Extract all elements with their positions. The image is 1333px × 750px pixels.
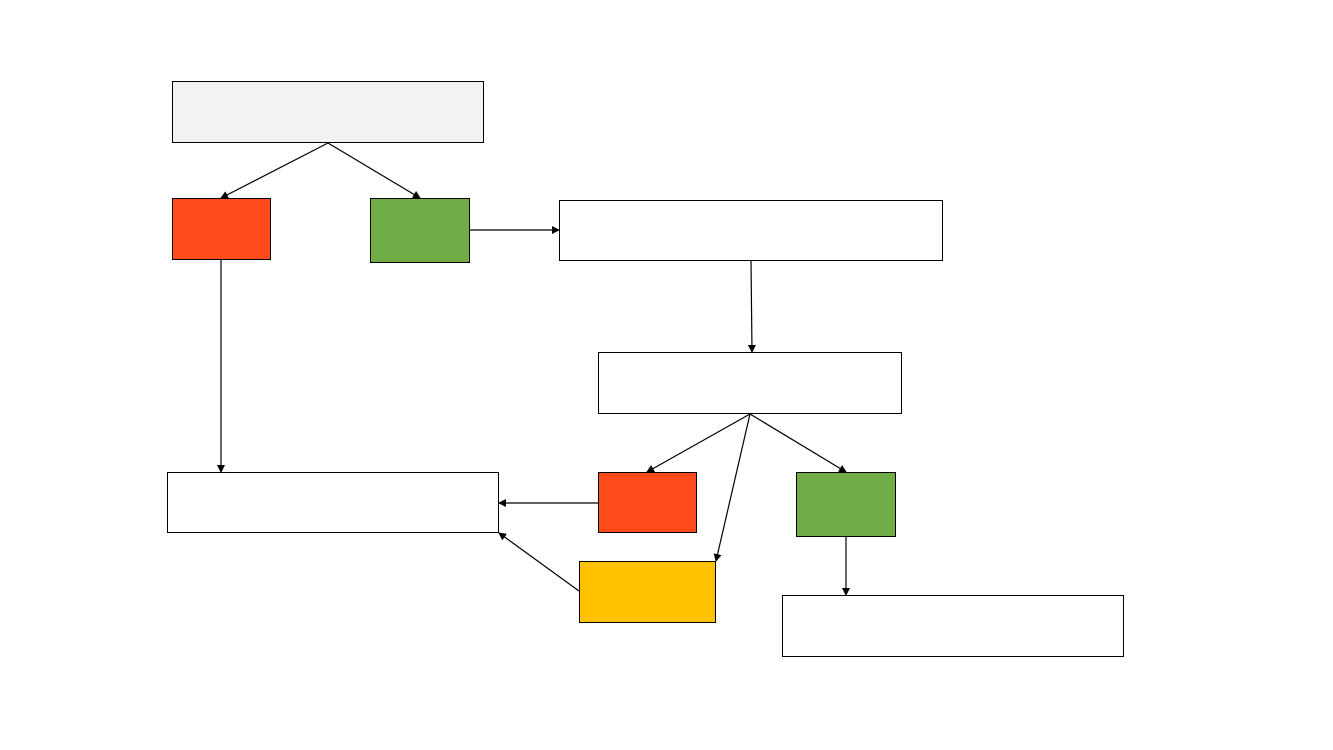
arrow-step-1-to-step-2 bbox=[747, 260, 756, 353]
arrow-step-2-to-no-branch-2 bbox=[646, 413, 751, 473]
no-branch-box-1 bbox=[172, 198, 271, 260]
yes-branch-box-1 bbox=[370, 198, 470, 263]
arrow-start-to-no-branch-1 bbox=[220, 142, 329, 199]
step-box-1 bbox=[559, 200, 943, 261]
arrow-step-2-to-yes-branch-2 bbox=[749, 413, 847, 473]
arrow-start-to-yes-branch-1 bbox=[327, 142, 421, 199]
step-box-2 bbox=[598, 352, 902, 414]
arrow-step-2-to-maybe-branch bbox=[713, 413, 751, 562]
start-box bbox=[172, 81, 484, 143]
result-box-left bbox=[167, 472, 499, 533]
arrow-maybe-branch-to-result-left bbox=[498, 532, 580, 592]
maybe-branch-box bbox=[579, 561, 716, 623]
no-branch-box-2 bbox=[598, 472, 697, 533]
result-box-right bbox=[782, 595, 1124, 657]
yes-branch-box-2 bbox=[796, 472, 896, 537]
